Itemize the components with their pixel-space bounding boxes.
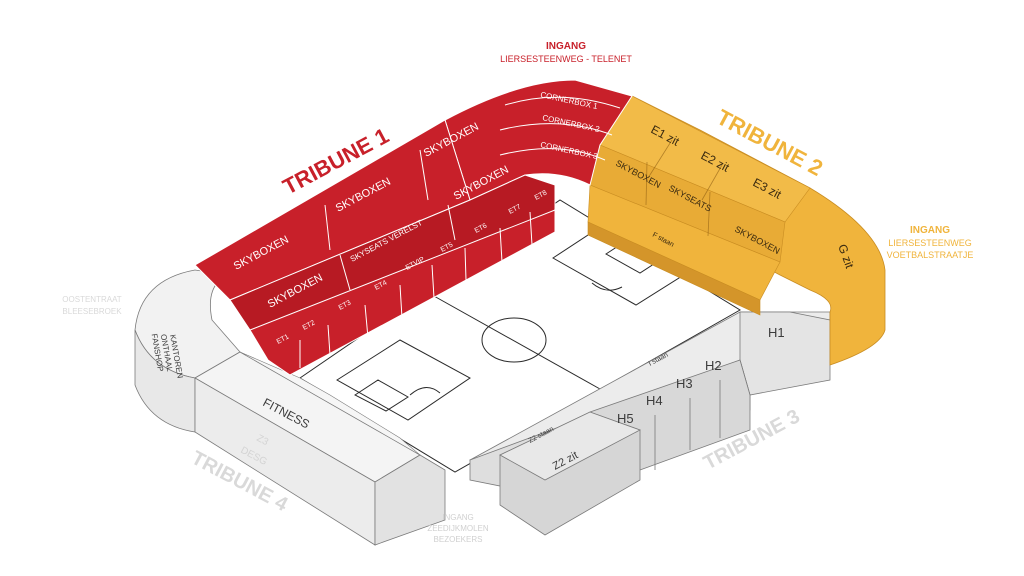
entrance-east-title: INGANG — [910, 225, 950, 236]
tribune-3-z2-top — [499, 411, 641, 481]
entrance-south-line2: ZEEDIJKMOLEN — [427, 524, 489, 533]
tribune-1-et-row — [249, 209, 556, 376]
tribune-1: CORNERBOX 1 CORNERBOX 2 CORNERBOX 3 SKYB… — [194, 79, 633, 376]
entrance-west: OOSTENTRAAT BLEESEBROEK — [62, 295, 122, 316]
entrance-south-line1: INGANG — [442, 513, 474, 522]
entrance-north: INGANG LIERSESTEENWEG - TELENET — [500, 41, 632, 64]
pitch-goal-box-south — [354, 379, 409, 412]
entrance-east-line1: LIERSESTEENWEG — [888, 238, 972, 248]
tribune-2: E1 zit E2 zit E3 zit SKYBOXEN SKYSEATS S… — [587, 95, 886, 366]
pitch-arc-south — [409, 387, 441, 396]
entrance-west-line2: BLEESEBROEK — [62, 307, 122, 316]
tribune-1-corner — [444, 79, 633, 201]
tribune-4-end-block — [374, 454, 446, 546]
tribune-3-h4: H4 — [646, 393, 663, 408]
tribune-3-h1-block — [739, 311, 831, 396]
entrance-east-line2: VOETBALSTRAATJE — [887, 250, 974, 260]
tribune-3-h5: H5 — [617, 411, 634, 426]
tribune-3-h1: H1 — [768, 325, 785, 340]
entrance-south-line3: BEZOEKERS — [434, 535, 483, 544]
tribune-3-h3: H3 — [676, 376, 693, 391]
entrance-north-title: INGANG — [546, 41, 586, 52]
pitch-penalty-box-south — [336, 339, 471, 421]
tribune-2-front — [587, 221, 761, 316]
entrance-south: INGANG ZEEDIJKMOLEN BEZOEKERS — [427, 513, 489, 544]
entrance-north-sub: LIERSESTEENWEG - TELENET — [500, 54, 632, 64]
entrance-east: INGANG LIERSESTEENWEG VOETBALSTRAATJE — [887, 225, 974, 260]
tribune-4-faint-z3: Z3 — [255, 433, 271, 448]
pitch-halfway-line — [424, 290, 601, 390]
entrance-west-line1: OOSTENTRAAT — [62, 295, 122, 304]
pitch-arc-north — [591, 282, 623, 291]
pitch-center-circle — [481, 317, 547, 363]
tribune-3-h2: H2 — [705, 358, 722, 373]
